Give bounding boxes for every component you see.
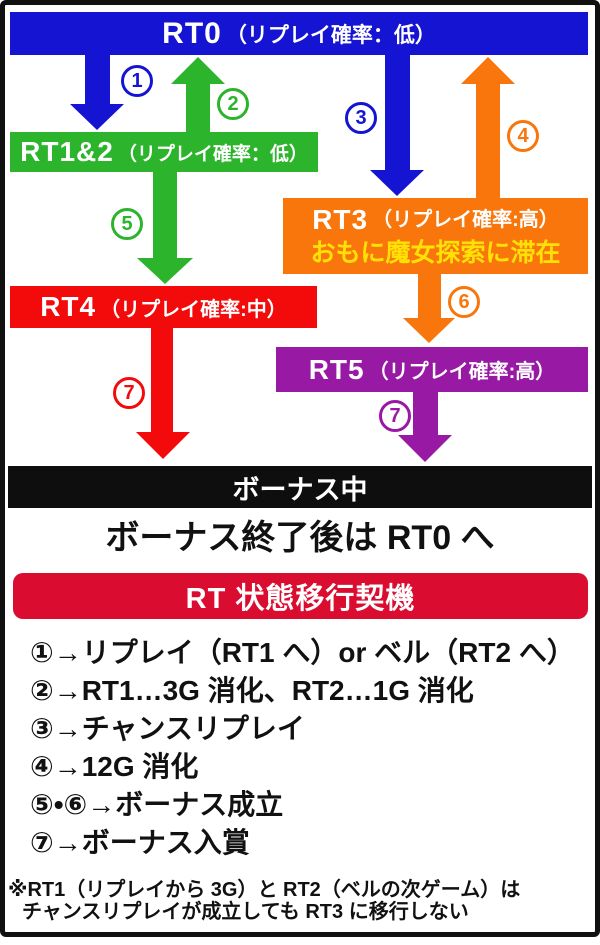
legend-item-3: ③→チャンスリプレイ (30, 713, 305, 744)
arrow-7-shaft-rt4-to-bonus (151, 327, 173, 433)
node-rt4-label: RT4 (40, 291, 97, 322)
node-rt4: RT4 （リプレイ確率:中） (10, 286, 317, 328)
node-rt3-title-row: RT3 （リプレイ確率:高） (312, 203, 559, 237)
step-badge-5: 5 (111, 208, 143, 240)
node-rt3: RT3 （リプレイ確率:高） おもに魔女探索に滞在 (283, 198, 588, 274)
legend-item-4: ④→12G 消化 (30, 751, 199, 782)
node-rt5-label: RT5 (308, 353, 365, 385)
arrow-3-head (370, 170, 424, 196)
node-rt0-detail: （リプレイ確率：低） (225, 23, 436, 47)
node-rt0-label: RT0 (162, 16, 222, 50)
arrow-1-shaft-rt0-to-rt12 (85, 54, 110, 105)
step-badge-2: 2 (217, 88, 249, 120)
node-rt4-detail: （リプレイ確率:中） (100, 298, 287, 321)
legend-item-2: ②→RT1…3G 消化、RT2…1G 消化 (30, 675, 474, 706)
node-rt0: RT0 （リプレイ確率：低） (10, 12, 588, 55)
arrow-2-shaft-rt12-to-rt0 (186, 83, 210, 133)
node-rt3-label: RT3 (312, 204, 369, 235)
node-rt5-detail: （リプレイ確率:高） (368, 361, 556, 383)
footnote-line-2: チャンスリプレイが成立しても RT3 に移行しない (22, 901, 469, 923)
node-rt5: RT5 （リプレイ確率:高） (276, 347, 588, 392)
step-badge-6: 6 (448, 286, 480, 318)
node-rt1and2: RT1&2 （リプレイ確率：低） (10, 132, 318, 172)
step-badge-7-right: 7 (379, 400, 411, 432)
after-bonus-note: ボーナス終了後は RT0 へ (105, 519, 495, 557)
arrow-6-head (403, 318, 455, 343)
footnote: ※RT1（リプレイから 3G）と RT2（ベルの次ゲーム）は チャンスリプレイが… (8, 879, 588, 923)
node-bonus-label: ボーナス中 (232, 474, 368, 505)
node-rt3-detail: （リプレイ確率:高） (372, 209, 559, 231)
arrow-5-shaft-rt12-to-rt4 (153, 171, 177, 259)
arrow-5-head (137, 258, 193, 284)
node-rt3-subtitle: おもに魔女探索に滞在 (310, 239, 561, 267)
legend-title: RT 状態移行契機 (185, 583, 416, 615)
legend-item-5: ⑤•⑥→ボーナス成立 (30, 789, 284, 820)
arrow-4-shaft-rt3-to-rt0 (476, 83, 500, 199)
step-badge-4: 4 (507, 120, 539, 152)
node-rt1and2-detail: （リプレイ確率：低） (117, 143, 308, 165)
legend-header: RT 状態移行契機 (13, 573, 588, 619)
legend-item-1: ①→リプレイ（RT1 へ）or ベル（RT2 へ） (30, 637, 575, 668)
arrow-7b-head (398, 435, 452, 462)
arrow-7-head (136, 432, 190, 459)
step-badge-3: 3 (345, 102, 377, 134)
node-bonus: ボーナス中 (8, 466, 592, 508)
step-badge-1: 1 (121, 65, 153, 97)
legend-list: ①→リプレイ（RT1 へ）or ベル（RT2 へ） ②→RT1…3G 消化、RT… (30, 634, 585, 862)
arrow-6-shaft-rt3-to-rt5 (418, 272, 441, 319)
footnote-line-1: ※RT1（リプレイから 3G）と RT2（ベルの次ゲーム）は (8, 879, 521, 901)
arrow-3-shaft-rt0-to-rt3 (385, 54, 410, 171)
arrow-7b-shaft-rt5-to-bonus (413, 391, 438, 436)
legend-item-6: ⑦→ボーナス入賞 (30, 827, 250, 858)
node-rt1and2-label: RT1&2 (20, 136, 114, 167)
arrow-1-head (70, 104, 124, 130)
arrow-4-head (461, 57, 515, 84)
arrow-2-head (171, 57, 225, 84)
step-badge-7-left: 7 (113, 377, 145, 409)
